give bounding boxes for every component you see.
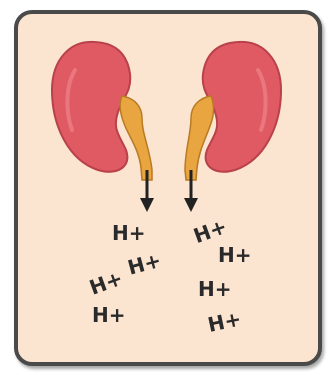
kidney-left-icon xyxy=(52,42,130,172)
ion-right-2: H+ xyxy=(218,243,252,267)
ions-right: H+ H+ H+ H+ xyxy=(190,214,251,337)
ions-left: H+ H+ H+ H+ xyxy=(86,221,163,327)
ion-left-1: H+ xyxy=(112,221,146,245)
ion-right-3: H+ xyxy=(198,277,232,301)
ion-left-2: H+ xyxy=(125,248,164,280)
ureter-left-icon xyxy=(120,96,152,180)
ion-right-4: H+ xyxy=(206,306,244,336)
ion-left-4: H+ xyxy=(92,303,126,327)
kidney-right-icon xyxy=(203,42,281,172)
ion-left-3: H+ xyxy=(86,266,126,300)
